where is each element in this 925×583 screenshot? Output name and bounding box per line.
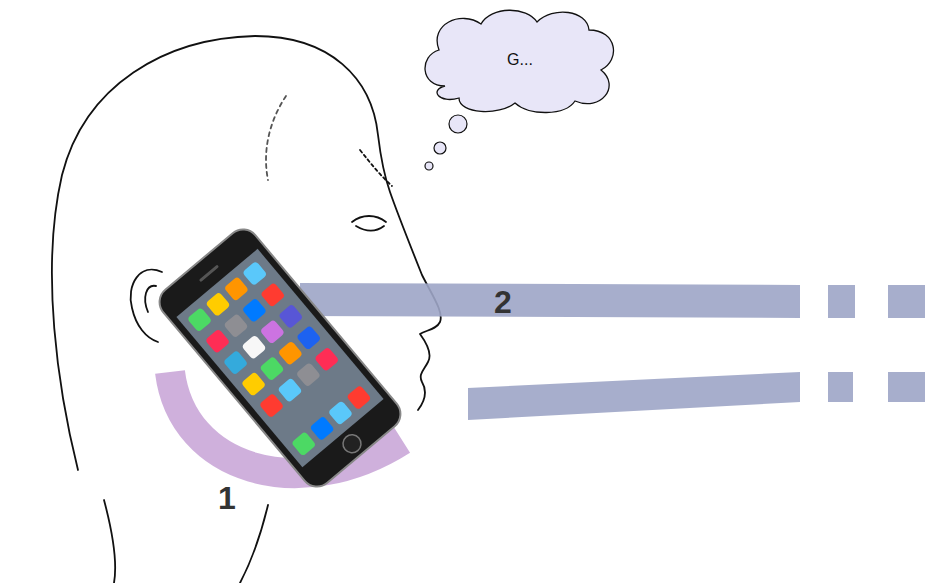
app-icon: [187, 307, 212, 332]
smartphone: [153, 223, 407, 493]
app-icon: [205, 329, 230, 354]
app-icon: [278, 341, 303, 366]
lower-bar-dash: [828, 372, 853, 402]
app-icon: [346, 385, 371, 410]
home-button: [339, 431, 364, 456]
app-icon: [309, 416, 334, 441]
app-icon: [314, 347, 339, 372]
lower-bar: [468, 372, 800, 420]
app-icon: [278, 304, 303, 329]
app-icon: [242, 298, 267, 323]
thought-bubble: G...: [415, 4, 625, 116]
phone-body: [153, 223, 407, 493]
thought-dot: [449, 115, 467, 133]
app-icon: [241, 335, 266, 360]
upper-bar: [300, 283, 800, 318]
app-icon: [224, 276, 249, 301]
hair-line: [266, 96, 286, 180]
app-icon: [260, 282, 285, 307]
cloud-shape: [425, 10, 613, 112]
callout-number: 2: [494, 286, 512, 318]
app-icon: [205, 292, 230, 317]
phone-speaker: [199, 264, 219, 282]
app-icon: [260, 319, 285, 344]
app-icon: [242, 261, 267, 286]
thought-text: G...: [507, 51, 533, 69]
thought-dot: [434, 142, 446, 154]
upper-bar-dash: [828, 285, 855, 318]
app-icon: [296, 362, 321, 387]
callout-number: 1: [218, 482, 236, 514]
app-icon: [223, 350, 248, 375]
app-icon: [223, 313, 248, 338]
app-icon: [277, 377, 302, 402]
app-icon: [259, 393, 284, 418]
app-icon: [241, 371, 266, 396]
upper-bar-dash: [888, 285, 925, 318]
neck-front: [240, 505, 268, 583]
thought-dot: [425, 162, 433, 170]
lower-bar-dash: [888, 372, 925, 402]
app-icon: [259, 356, 284, 381]
thought-dots: [425, 115, 467, 170]
neck-back: [104, 500, 115, 583]
app-icon: [291, 431, 316, 456]
eyebrow: [360, 150, 392, 186]
ear: [131, 270, 162, 342]
phone-screen: [176, 249, 383, 467]
eye: [352, 216, 386, 231]
app-icon: [296, 325, 321, 350]
app-icon: [328, 400, 353, 425]
ear-inner: [145, 286, 156, 312]
